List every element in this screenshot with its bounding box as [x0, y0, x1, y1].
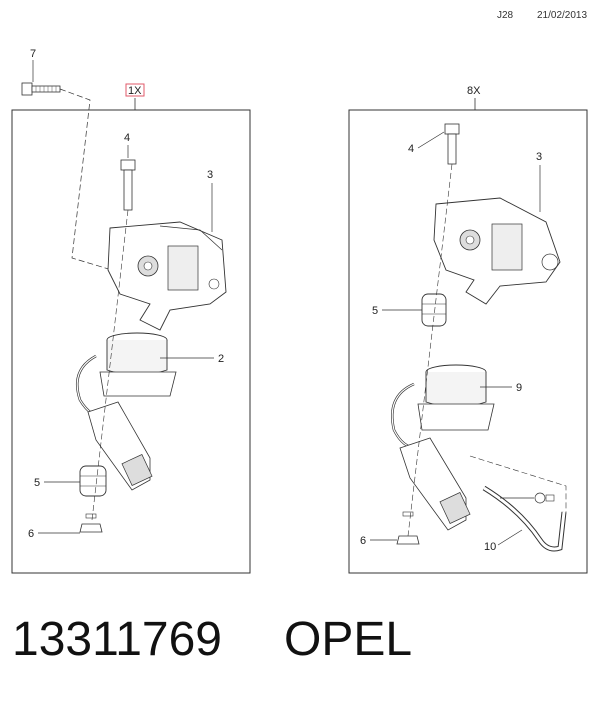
left-callout-2: 2 — [218, 353, 224, 365]
left-callout-4: 4 — [124, 132, 130, 144]
bolt-4-left — [120, 159, 136, 211]
bracket-3-left — [107, 221, 227, 331]
bracket-3-right — [433, 197, 561, 305]
bolt-7 — [21, 82, 61, 96]
nut-6-left — [79, 513, 103, 533]
header-date: 21/02/2013 — [537, 10, 588, 21]
header-code: J28 — [497, 10, 514, 21]
left-qty-box — [125, 83, 145, 97]
grommet-5-left — [79, 465, 107, 497]
left-quantity: 1X — [128, 85, 142, 97]
left-callout-5: 5 — [34, 477, 40, 489]
bolt-4-right — [444, 123, 460, 165]
vacuum-pump-9 — [391, 364, 495, 531]
right-callout-10: 10 — [484, 541, 496, 553]
right-callout-5: 5 — [372, 305, 378, 317]
part-number: 13311769 — [12, 613, 222, 666]
right-callout-3: 3 — [536, 151, 542, 163]
left-callout-7: 7 — [30, 48, 36, 60]
grommet-5-right — [421, 293, 447, 327]
right-callout-9: 9 — [516, 382, 522, 394]
right-quantity: 8X — [467, 85, 481, 97]
brand: OPEL — [284, 613, 413, 666]
left-callout-6: 6 — [28, 528, 34, 540]
hose-10 — [482, 485, 567, 552]
nut-6-right — [396, 511, 420, 545]
vacuum-pump-2 — [76, 332, 177, 491]
right-callout-6: 6 — [360, 535, 366, 547]
right-panel-frame — [348, 109, 588, 574]
right-callout-4: 4 — [408, 143, 414, 155]
left-callout-3: 3 — [207, 169, 213, 181]
left-panel-frame — [11, 109, 251, 574]
